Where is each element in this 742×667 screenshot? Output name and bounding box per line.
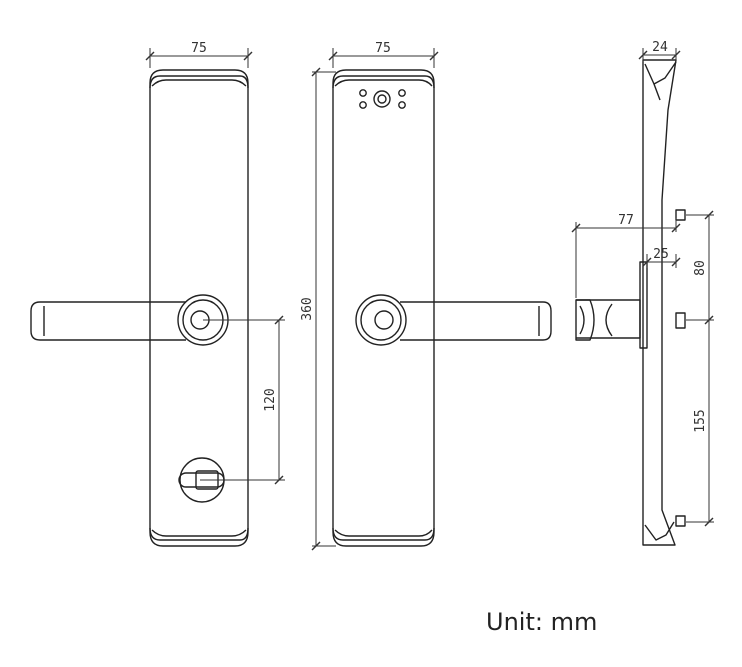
dim-screw-upper-spacing: 80 — [693, 260, 708, 276]
back-handle-lever — [30, 301, 186, 341]
side-screw-middle — [675, 312, 686, 329]
back-plate-outline — [149, 69, 249, 547]
back-plate-top-cap — [149, 75, 249, 89]
unit-label: Unit: mm — [486, 608, 598, 636]
dim-back-width: 75 — [191, 41, 207, 56]
front-handle-rosette — [355, 294, 407, 346]
front-plate-outline — [332, 69, 435, 547]
dim-rosette-depth: 25 — [653, 247, 669, 262]
dim-front-width: 75 — [375, 41, 391, 56]
dim-handle-projection: 77 — [618, 213, 634, 228]
front-view — [332, 69, 552, 547]
dim-height: 360 — [300, 297, 315, 320]
front-plate-bottom-cap — [332, 527, 435, 541]
side-plate-outline — [642, 59, 677, 546]
back-plate-bottom-cap — [149, 527, 249, 541]
dim-side-depth: 24 — [652, 40, 668, 55]
back-view — [30, 69, 249, 547]
side-screw-bottom — [675, 515, 686, 527]
front-handle-spindle — [374, 310, 394, 330]
dim-screw-lower-spacing: 155 — [693, 409, 708, 432]
side-view — [575, 59, 686, 546]
camera-lens-icon — [373, 90, 391, 108]
side-rosette — [576, 299, 641, 339]
front-plate-top-cap — [332, 75, 435, 89]
side-lever-end — [575, 299, 595, 341]
sensor-dot-icon — [359, 89, 367, 97]
dimension-lines — [149, 48, 714, 547]
front-handle-lever — [400, 301, 552, 341]
dim-handle-to-key: 120 — [263, 388, 278, 411]
side-screw-top — [675, 209, 686, 221]
